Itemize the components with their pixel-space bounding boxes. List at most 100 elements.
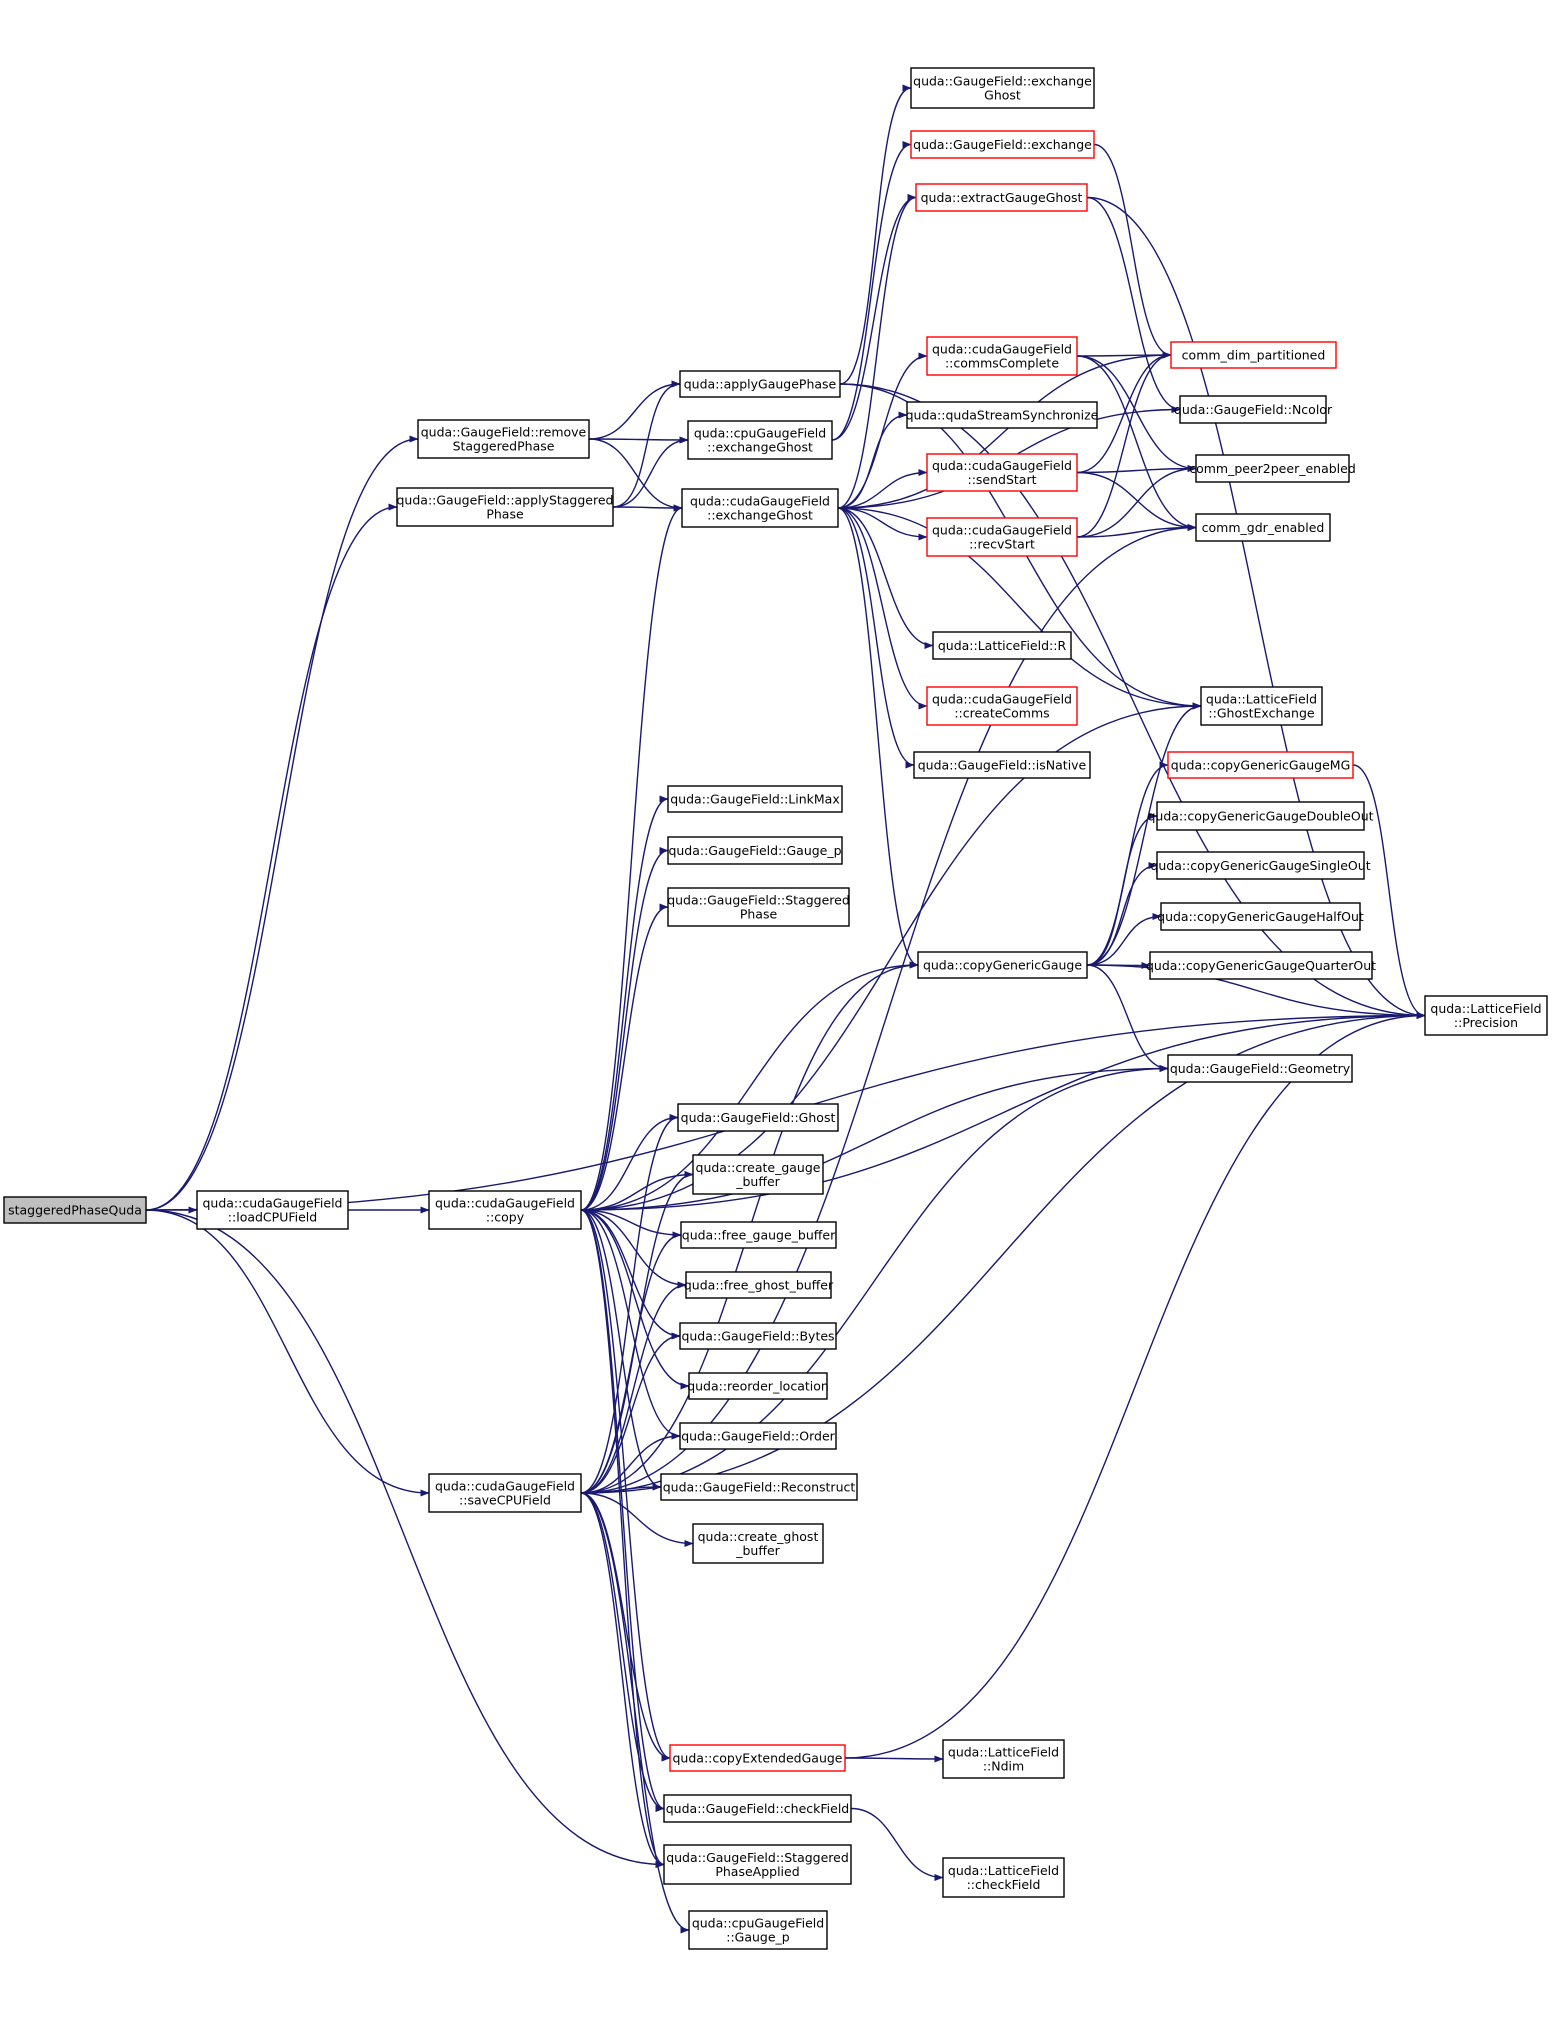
node-box xyxy=(1160,902,1361,931)
node-label: quda::free_ghost_buffer xyxy=(684,1278,834,1293)
node-label: quda::cudaGaugeField xyxy=(932,523,1072,538)
node-box xyxy=(3,1196,147,1224)
node-box xyxy=(915,183,1088,212)
edge-recvStart-to-commPeer2Peer xyxy=(1076,465,1197,538)
node-box xyxy=(942,1857,1065,1898)
node-label: quda::cudaGaugeField xyxy=(202,1196,342,1211)
node-commsComplete[interactable]: quda::cudaGaugeField::commsComplete xyxy=(926,336,1078,376)
node-commGdr[interactable]: comm_gdr_enabled xyxy=(1195,513,1331,542)
node-gfExchange[interactable]: quda::GaugeField::exchange xyxy=(910,130,1095,159)
edge-cudaExchangeGhost-to-createComms xyxy=(837,507,928,710)
node-latticeCheckField[interactable]: quda::LatticeField::checkField xyxy=(942,1857,1065,1898)
node-copyExtendedGauge[interactable]: quda::copyExtendedGauge xyxy=(669,1744,846,1772)
node-commPeer2Peer[interactable]: comm_peer2peer_enabled xyxy=(1189,454,1356,483)
node-isNative[interactable]: quda::GaugeField::isNative xyxy=(913,751,1091,779)
node-box xyxy=(1200,686,1323,726)
node-ghost[interactable]: quda::GaugeField::Ghost xyxy=(677,1103,839,1132)
node-latticeR[interactable]: quda::LatticeField::R xyxy=(932,631,1072,660)
node-latticeNdim[interactable]: quda::LatticeField::Ndim xyxy=(942,1739,1065,1779)
node-label: quda::cudaGaugeField xyxy=(932,692,1072,707)
node-label: quda::GaugeField::isNative xyxy=(918,758,1087,773)
node-sendStart[interactable]: quda::cudaGaugeField::sendStart xyxy=(926,453,1078,492)
node-box xyxy=(196,1190,349,1230)
node-nColor[interactable]: quda::GaugeField::Ncolor xyxy=(1174,395,1333,424)
node-label: quda::copyExtendedGauge xyxy=(673,1751,843,1766)
node-checkFieldGF[interactable]: quda::GaugeField::checkField xyxy=(663,1794,852,1823)
node-recvStart[interactable]: quda::cudaGaugeField::recvStart xyxy=(926,517,1078,557)
node-copy[interactable]: quda::cudaGaugeField::copy xyxy=(428,1190,582,1230)
node-gfExchangeGhost[interactable]: quda::GaugeField::exchangeGhost xyxy=(910,67,1095,109)
node-box xyxy=(428,1473,582,1513)
edge-cudaExchangeGhost-to-latticeR xyxy=(837,507,934,649)
node-cudaExchangeGhost[interactable]: quda::cudaGaugeField::exchangeGhost xyxy=(681,488,839,528)
node-box xyxy=(663,1794,852,1823)
edge-staggeredPhaseQuda-to-staggeredPhaseApplied xyxy=(145,1209,665,1868)
edge-copy-to-geometry xyxy=(580,1065,1169,1211)
node-label: _buffer xyxy=(735,1543,780,1558)
edge-copy-to-gaugeP xyxy=(580,847,669,1211)
node-qudaStreamSynchronize[interactable]: quda::qudaStreamSynchronize xyxy=(906,401,1099,429)
node-bytes[interactable]: quda::GaugeField::Bytes xyxy=(679,1322,837,1350)
node-reorderLocation[interactable]: quda::reorder_location xyxy=(687,1372,829,1400)
node-label: quda::copyGenericGaugeDoubleOut xyxy=(1147,809,1373,824)
node-cggHalf[interactable]: quda::copyGenericGaugeHalfOut xyxy=(1157,902,1364,931)
node-extractGaugeGhost[interactable]: quda::extractGaugeGhost xyxy=(915,183,1088,212)
node-box xyxy=(663,1844,852,1885)
node-box xyxy=(1179,395,1327,424)
node-label: ::createComms xyxy=(954,706,1049,721)
node-label: ::GhostExchange xyxy=(1208,706,1314,721)
edge-sendStart-to-commGdr xyxy=(1076,471,1197,531)
node-geometry[interactable]: quda::GaugeField::Geometry xyxy=(1167,1054,1353,1083)
node-label: comm_gdr_enabled xyxy=(1202,520,1325,535)
node-label: quda::cpuGaugeField xyxy=(694,426,826,441)
edge-checkFieldGF-to-latticeCheckField xyxy=(850,1807,944,1881)
node-box xyxy=(685,1271,832,1299)
node-cggDouble[interactable]: quda::copyGenericGaugeDoubleOut xyxy=(1147,801,1374,831)
node-copyGenericGaugeMG[interactable]: quda::copyGenericGaugeMG xyxy=(1167,751,1354,779)
node-box xyxy=(680,1221,837,1249)
node-label: ::sendStart xyxy=(967,472,1036,487)
node-commDimPartitioned[interactable]: comm_dim_partitioned xyxy=(1170,341,1337,369)
node-staggeredPhaseQuda[interactable]: staggeredPhaseQuda xyxy=(3,1196,147,1224)
node-box xyxy=(1167,751,1354,779)
edge-saveCPUField-to-createGhostBuffer xyxy=(580,1492,694,1547)
node-copyGenericGauge[interactable]: quda::copyGenericGauge xyxy=(917,951,1088,979)
node-order[interactable]: quda::GaugeField::Order xyxy=(679,1422,837,1450)
node-box xyxy=(679,370,841,398)
edge-cudaExchangeGhost-to-sendStart xyxy=(837,469,928,509)
node-cggQuarter[interactable]: quda::copyGenericGaugeQuarterOut xyxy=(1146,951,1376,980)
node-cpuGaugeP[interactable]: quda::cpuGaugeField::Gauge_p xyxy=(688,1910,828,1950)
node-linkMax[interactable]: quda::GaugeField::LinkMax xyxy=(667,785,843,813)
edge-saveCPUField-to-precision xyxy=(580,1012,1426,1494)
node-freeGaugeBuffer[interactable]: quda::free_gauge_buffer xyxy=(680,1221,837,1249)
node-box xyxy=(679,1422,837,1450)
node-staggeredPhase[interactable]: quda::GaugeField::StaggeredPhase xyxy=(667,887,850,927)
node-precision[interactable]: quda::LatticeField::Precision xyxy=(1424,995,1548,1036)
node-label: PhaseApplied xyxy=(715,1864,799,1879)
node-cggSingle[interactable]: quda::copyGenericGaugeSingleOut xyxy=(1150,851,1371,880)
edge-saveCPUField-to-commGdr xyxy=(580,524,1197,1494)
node-freeGhostBuffer[interactable]: quda::free_ghost_buffer xyxy=(684,1271,834,1299)
node-box xyxy=(1424,995,1548,1036)
node-ghostExchange[interactable]: quda::LatticeField::GhostExchange xyxy=(1200,686,1323,726)
node-cpuExchangeGhost[interactable]: quda::cpuGaugeField::exchangeGhost xyxy=(687,420,833,460)
node-saveCPUField[interactable]: quda::cudaGaugeField::saveCPUField xyxy=(428,1473,582,1513)
node-gaugeP[interactable]: quda::GaugeField::Gauge_p xyxy=(667,836,843,865)
edge-staggeredPhaseQuda-to-removeStaggeredPhase xyxy=(145,435,419,1211)
node-createComms[interactable]: quda::cudaGaugeField::createComms xyxy=(926,686,1078,726)
node-loadCPUField[interactable]: quda::cudaGaugeField::loadCPUField xyxy=(196,1190,349,1230)
node-label: quda::GaugeField::Reconstruct xyxy=(663,1480,856,1495)
edge-copy-to-cudaExchangeGhost xyxy=(580,504,683,1211)
node-box xyxy=(926,517,1078,557)
node-createGaugeBuffer[interactable]: quda::create_gauge_buffer xyxy=(692,1154,824,1195)
node-applyGaugePhase[interactable]: quda::applyGaugePhase xyxy=(679,370,841,398)
node-box xyxy=(1195,454,1350,483)
node-reconstruct[interactable]: quda::GaugeField::Reconstruct xyxy=(660,1473,858,1501)
node-label: quda::copyGenericGaugeSingleOut xyxy=(1150,858,1370,873)
node-createGhostBuffer[interactable]: quda::create_ghost_buffer xyxy=(692,1523,824,1564)
edge-copyGenericGauge-to-precision xyxy=(1086,964,1426,1019)
node-label: comm_peer2peer_enabled xyxy=(1189,461,1356,476)
